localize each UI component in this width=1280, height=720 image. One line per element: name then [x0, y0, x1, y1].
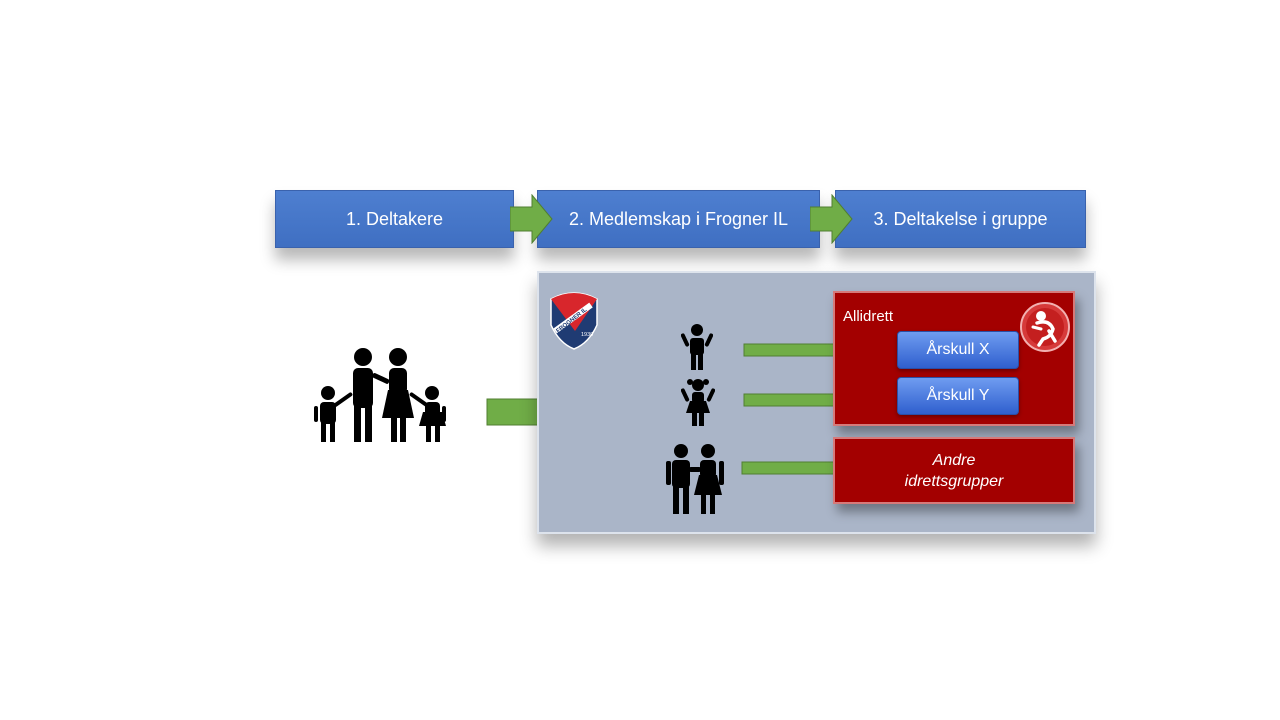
- step-medlemskap: 2. Medlemskap i Frogner IL: [537, 190, 820, 248]
- family-icon: [314, 348, 446, 442]
- logo-year: 1930: [581, 332, 593, 338]
- step-deltakelse: 3. Deltakelse i gruppe: [835, 190, 1086, 248]
- arrow-step-1-2: [510, 194, 553, 244]
- allidrett-logo-icon: [1020, 302, 1070, 352]
- arskull-x-group: Årskull X: [897, 331, 1019, 369]
- step-deltakere: 1. Deltakere: [275, 190, 514, 248]
- other-groups-line1: Andre: [932, 451, 976, 469]
- other-groups-line2: idrettsgrupper: [904, 472, 1004, 490]
- allidrett-group-box: Allidrett Årskull X Årskull Y: [833, 291, 1075, 426]
- boy-icon: [681, 324, 713, 370]
- girl-icon: [681, 379, 715, 426]
- arrow-step-2-3: [810, 194, 853, 244]
- couple-icon: [666, 444, 724, 514]
- other-sports-groups-box: Andre idrettsgrupper: [833, 437, 1075, 504]
- membership-panel: FROGNER IL 1930: [537, 271, 1096, 534]
- frogner-logo-icon: FROGNER IL 1930: [550, 292, 598, 350]
- arskull-y-group: Årskull Y: [897, 377, 1019, 415]
- allidrett-title: Allidrett: [843, 308, 894, 325]
